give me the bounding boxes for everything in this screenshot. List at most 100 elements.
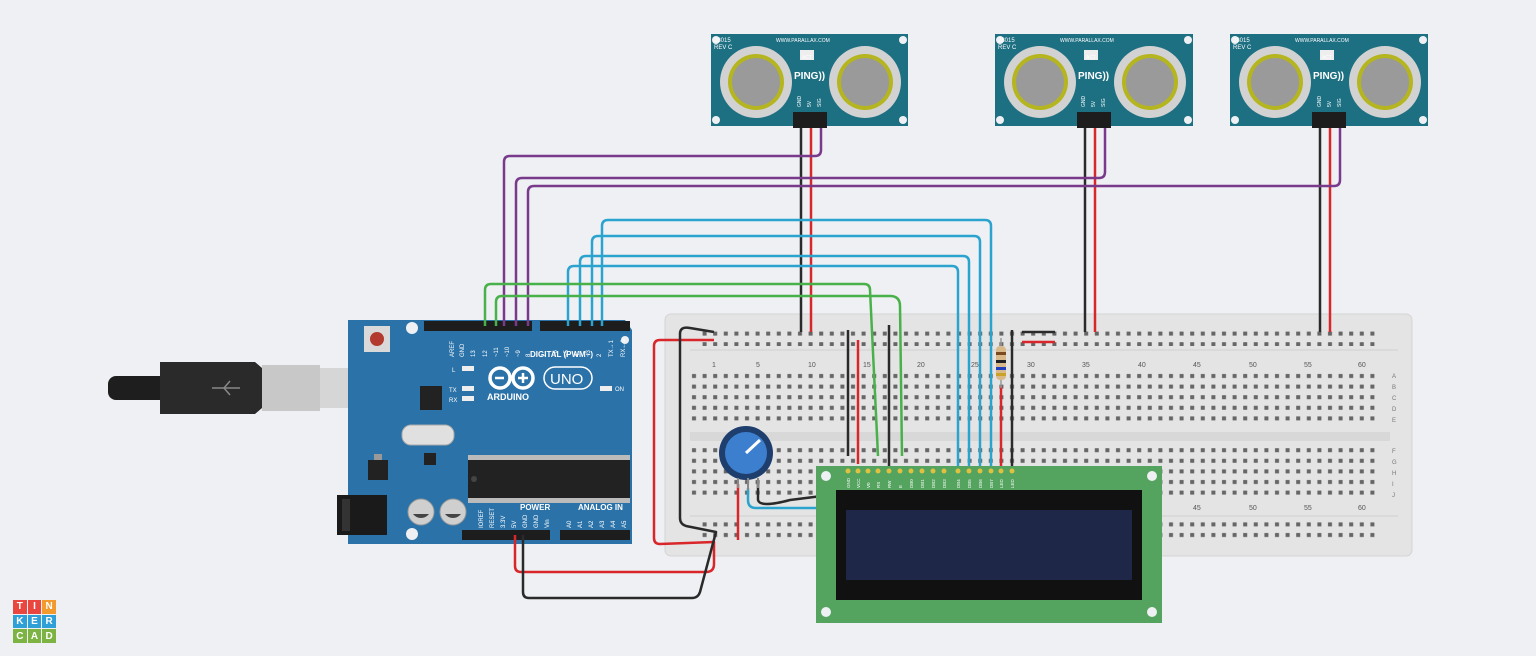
- wire-lcd-db7[interactable]: [566, 264, 960, 468]
- bb-row-g: G: [1392, 460, 1397, 466]
- sensor-1-header[interactable]: [793, 112, 827, 128]
- wire-lcd-db4[interactable]: [600, 218, 993, 468]
- pin-gnd: GND: [460, 343, 466, 357]
- ping-sensor-3[interactable]: 28015 REV C WWW.PARALLAX.COM ACT PING)) …: [1230, 34, 1428, 128]
- bb-row-b: B: [1392, 385, 1396, 391]
- breadboard-top-rail[interactable]: [690, 326, 1398, 351]
- analog-in-label: ANALOG IN: [578, 503, 623, 512]
- bb-col-10: 10: [808, 362, 816, 369]
- pin-13: 13: [471, 350, 477, 357]
- pin-7: 7: [542, 353, 548, 357]
- lcd-pin-db7: DB7: [989, 479, 994, 488]
- digital-pwm-label: DIGITAL (PWM~): [530, 350, 593, 359]
- wire-lcd-e[interactable]: [494, 294, 904, 457]
- analog-header[interactable]: [560, 530, 630, 540]
- power-label: POWER: [520, 503, 550, 512]
- lcd-pin-led-k: LED: [1010, 478, 1015, 488]
- logo-letter: E: [27, 614, 42, 629]
- lcd-pin-db4: DB4: [956, 479, 961, 488]
- wire-lcd-db5[interactable]: [590, 234, 982, 468]
- led-l-label: L: [452, 368, 456, 374]
- ping-sensor-1[interactable]: 28015 REV C WWW.PARALLAX.COM ACT PING)) …: [711, 34, 908, 128]
- resistor[interactable]: [996, 338, 1006, 388]
- tinkercad-logo[interactable]: T I N K E R C A D: [13, 600, 56, 643]
- uno-badge: [543, 366, 593, 390]
- sensor-2-pin-sig: SIG: [1101, 98, 1107, 107]
- logo-letter: R: [42, 614, 56, 629]
- sensor-2-pin-gnd: GND: [1081, 96, 1087, 108]
- bb-col-25: 25: [971, 362, 979, 369]
- uno-label: UNO: [550, 371, 583, 388]
- sensor-1-model: 28015: [714, 38, 731, 44]
- logo-letter: D: [42, 629, 56, 643]
- bb-col-1: 1: [712, 362, 716, 369]
- arduino-uno-board[interactable]: AREF GND 13 12 ~11 ~10 ~9 8 7 ~6 ~5 4 ~3…: [337, 320, 632, 544]
- wire-sensor2-sig[interactable]: [514, 128, 1107, 326]
- pin-vin: Vin: [545, 519, 551, 528]
- logo-letter: C: [13, 629, 27, 643]
- sensor-3-act: ACT: [1322, 55, 1332, 61]
- lcd-pin-db1: DB1: [920, 479, 925, 488]
- wire-lcd-rs[interactable]: [483, 282, 880, 457]
- ping-sensor-2[interactable]: 28015 REV C WWW.PARALLAX.COM ACT PING)) …: [995, 34, 1193, 128]
- mount-hole: [621, 336, 629, 344]
- arduino-brand: ARDUINO: [487, 392, 529, 402]
- pin-gnd-1: GND: [523, 514, 529, 528]
- bb-col-35: 35: [1082, 362, 1090, 369]
- lcd-screen: [846, 510, 1132, 580]
- sensor-1-pin-sig: SIG: [817, 98, 823, 107]
- lcd-pin-e: E: [898, 485, 903, 488]
- reset-button[interactable]: [364, 326, 390, 352]
- bb-col-45-bottom: 45: [1193, 505, 1201, 512]
- sensor-2-pin-5v: 5V: [1091, 100, 1097, 107]
- sensor-3-pin-5v: 5V: [1327, 100, 1333, 107]
- logo-letter: A: [27, 629, 42, 643]
- lcd-pin-vcc: VCC: [856, 478, 861, 488]
- digital-header[interactable]: [424, 321, 630, 331]
- pin-a4: A4: [611, 520, 617, 528]
- pin-reset: RESET: [490, 508, 496, 528]
- logo-letter: K: [13, 614, 27, 629]
- capacitor: [407, 498, 467, 526]
- breadboard-terminal-top[interactable]: [690, 372, 1380, 425]
- pin-a3: A3: [600, 520, 606, 528]
- bb-row-c: C: [1392, 396, 1397, 402]
- sensor-3-header[interactable]: [1312, 112, 1346, 128]
- sensor-2-act: ACT: [1086, 55, 1096, 61]
- wire-lcd-db6[interactable]: [578, 254, 971, 468]
- crystal: [401, 424, 455, 446]
- sensor-2-header[interactable]: [1077, 112, 1111, 128]
- usb-cable[interactable]: [108, 362, 364, 414]
- wire-pot-wiper[interactable]: [746, 488, 822, 510]
- lcd-pin-gnd: GND: [846, 477, 851, 488]
- on-label: ON: [615, 387, 624, 393]
- wire-pot-gnd[interactable]: [756, 484, 823, 506]
- usb-chip: [420, 386, 442, 410]
- power-header[interactable]: [462, 530, 550, 540]
- logo-letter: I: [27, 600, 42, 614]
- mount-hole: [406, 528, 418, 540]
- wire-sensor1-sig[interactable]: [502, 128, 823, 326]
- wire-gnd-to-rail[interactable]: [521, 326, 718, 600]
- pin-a1: A1: [578, 520, 584, 528]
- sensor-1-pin-gnd: GND: [797, 96, 803, 108]
- potentiometer[interactable]: [719, 426, 773, 490]
- atmega-chip: [468, 455, 630, 503]
- wire-sensor3-sig[interactable]: [526, 128, 1342, 326]
- pin-5: ~5: [564, 349, 570, 357]
- lcd-module[interactable]: GND VCC V0 RS RW E DB0 DB1 DB2 DB3 DB4 D…: [816, 466, 1162, 623]
- bb-col-55-bottom: 55: [1304, 505, 1312, 512]
- pin-a0: A0: [567, 520, 573, 528]
- sensor-3-pin-gnd: GND: [1317, 96, 1323, 108]
- pin-1: TX→1: [609, 339, 615, 357]
- breadboard-center-channel: [690, 432, 1390, 441]
- lcd-pin-header[interactable]: [845, 468, 1015, 474]
- regulator: [368, 460, 388, 480]
- bb-row-i: I: [1392, 482, 1394, 488]
- bb-col-50-bottom: 50: [1249, 505, 1257, 512]
- sensor-3-name: PING)): [1313, 71, 1344, 82]
- power-jack[interactable]: [337, 495, 387, 535]
- lcd-pin-rw: RW: [887, 480, 892, 488]
- pin-3: ~3: [586, 349, 592, 357]
